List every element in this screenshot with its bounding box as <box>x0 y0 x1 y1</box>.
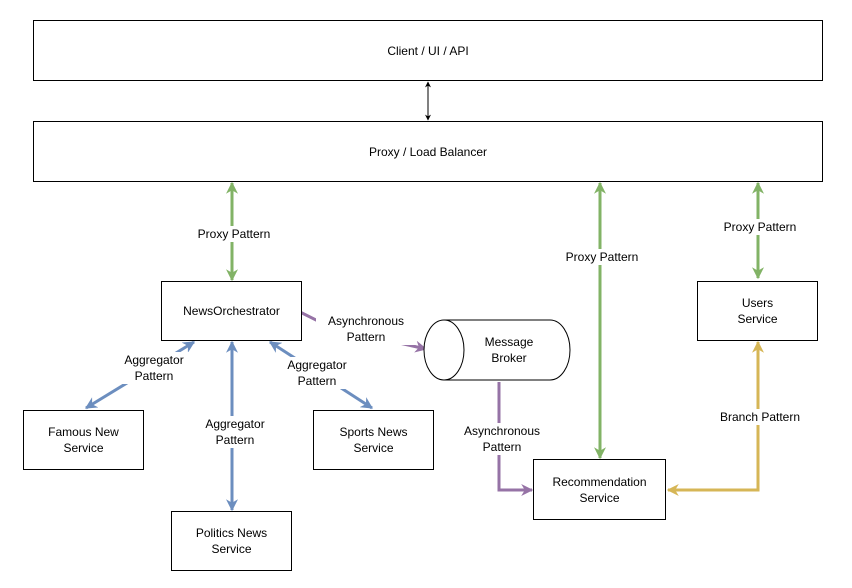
label-orchestrator-broker: Asynchronous Pattern <box>316 313 416 345</box>
label-proxy-orchestrator: Proxy Pattern <box>186 226 282 242</box>
politics-box[interactable]: Politics News Service <box>171 511 292 571</box>
label-broker-recommendation: Asynchronous Pattern <box>452 423 552 455</box>
edge-users-recommendation <box>666 340 764 496</box>
sports-label: Sports News Service <box>339 425 408 455</box>
client-box[interactable]: Client / UI / API <box>33 20 823 81</box>
orchestrator-box[interactable]: NewsOrchestrator <box>161 281 302 341</box>
label-orchestrator-sports: Aggregator Pattern <box>272 357 362 389</box>
message-broker-label: Message Broker <box>484 335 534 365</box>
recommendation-box[interactable]: Recommendation Service <box>533 459 666 520</box>
politics-label: Politics News Service <box>195 526 268 556</box>
recommendation-label: Recommendation Service <box>552 474 647 505</box>
message-broker-shape <box>423 319 571 381</box>
label-orchestrator-politics: Aggregator Pattern <box>190 416 280 448</box>
famous-box[interactable]: Famous New Service <box>23 410 144 470</box>
proxy-label: Proxy / Load Balancer <box>368 144 488 159</box>
users-box[interactable]: Users Service <box>697 281 818 341</box>
orchestrator-label: NewsOrchestrator <box>183 304 280 318</box>
users-label: Users Service <box>737 296 778 326</box>
label-proxy-recommendation: Proxy Pattern <box>554 249 650 265</box>
label-orchestrator-famous: Aggregator Pattern <box>109 352 199 384</box>
label-recommendation-users: Branch Pattern <box>709 409 811 425</box>
edge-broker-recommendation <box>497 382 534 496</box>
client-label: Client / UI / API <box>387 43 469 58</box>
proxy-box[interactable]: Proxy / Load Balancer <box>33 121 823 182</box>
label-proxy-users: Proxy Pattern <box>712 219 808 235</box>
famous-label: Famous New Service <box>48 425 119 455</box>
sports-box[interactable]: Sports News Service <box>313 410 434 470</box>
